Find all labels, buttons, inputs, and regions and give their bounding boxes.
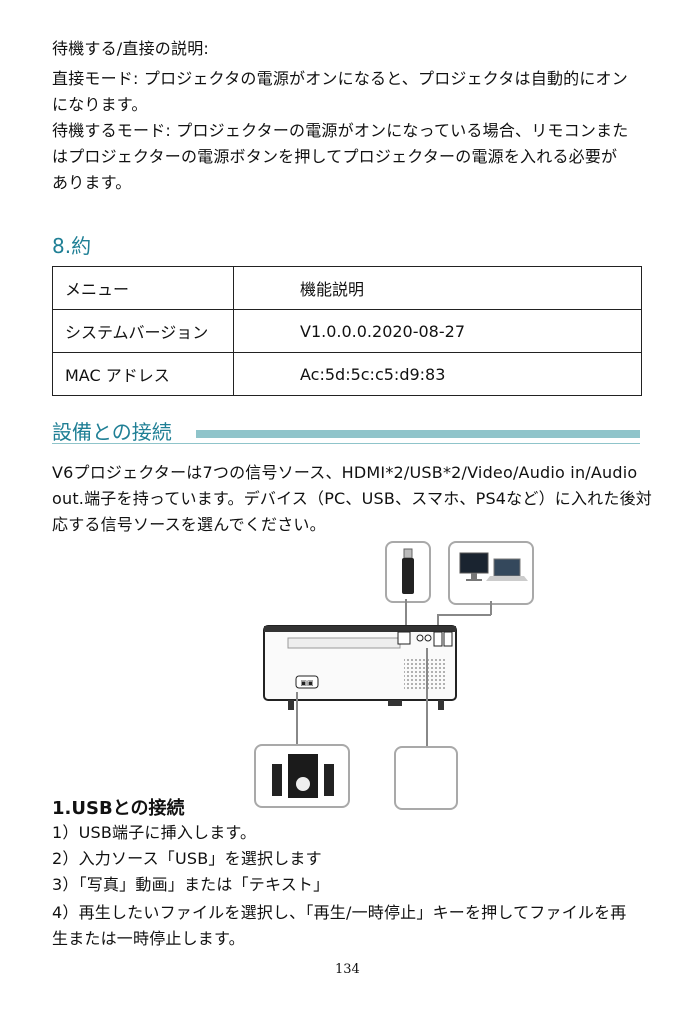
usb-step-5: 生または一時停止します。 xyxy=(52,929,245,948)
hdmi-wire-down xyxy=(437,614,439,632)
standby-line-4: はプロジェクターの電源ボタンを押してプロジェクターの電源を入れる必要が xyxy=(52,147,618,166)
table-cell: メニュー xyxy=(52,266,234,310)
speakers-box xyxy=(254,744,350,808)
monitor-laptop-icon xyxy=(459,552,528,581)
standby-line-1: 直接モード: プロジェクタの電源がオンになると、プロジェクタは自動的にオン xyxy=(52,69,628,88)
usb-step-1: 1）USB端子に挿入します。 xyxy=(52,823,257,842)
connect-line-2: out.端子を持っています。デバイス（PC、USB、スマホ、PS4など）に入れた… xyxy=(52,489,652,508)
audio-wire xyxy=(426,648,428,746)
monitor-laptop-box xyxy=(448,541,534,605)
connect-line-3: 応する信号ソースを選んでください。 xyxy=(52,515,326,534)
usb-step-2: 2）入力ソース「USB」を選択します xyxy=(52,849,322,868)
table-cell: Ac:5d:5c:c5:d9:83 xyxy=(233,352,642,396)
table-row: システムバージョン V1.0.0.0.2020-08-27 xyxy=(52,309,642,353)
usb-drive-box xyxy=(385,541,431,603)
heading-bar xyxy=(196,430,640,438)
standby-line-3: 待機するモード: プロジェクターの電源がオンになっている場合、リモコンまた xyxy=(52,121,629,140)
projector-icon: ▣▣ xyxy=(263,625,457,710)
connect-line-1: V6プロジェクターは7つの信号ソース、HDMI*2/USB*2/Video/Au… xyxy=(52,463,638,482)
usb-step-3: 3）「写真」動画」または「テキスト」 xyxy=(52,875,330,894)
about-heading: 8.約 xyxy=(52,234,92,258)
table-row: メニュー 機能説明 xyxy=(52,266,642,310)
hdmi-wire-v xyxy=(490,601,492,615)
speaker-wire xyxy=(296,692,298,746)
usb-heading: 1.USBとの接続 xyxy=(52,798,185,819)
info-table: メニュー 機能説明 システムバージョン V1.0.0.0.2020-08-27 … xyxy=(52,266,642,396)
hdmi-wire-h xyxy=(437,614,491,616)
table-cell: システムバージョン xyxy=(52,309,234,353)
usb-drive-icon xyxy=(402,548,414,594)
audio-device-box xyxy=(394,746,458,810)
usb-wire xyxy=(405,599,407,631)
heading-underline xyxy=(52,443,640,444)
table-cell: 機能説明 xyxy=(233,266,642,310)
table-row: MAC アドレス Ac:5d:5c:c5:d9:83 xyxy=(52,352,642,396)
svg-text:▣▣: ▣▣ xyxy=(300,679,313,687)
standby-line-2: になります。 xyxy=(52,95,148,114)
connect-heading: 設備との接続 xyxy=(52,420,172,444)
page-number: 134 xyxy=(335,962,360,977)
standby-line-5: あります。 xyxy=(52,173,132,192)
standby-title: 待機する/直接の説明: xyxy=(52,39,209,58)
projector-illustration: ▣▣ xyxy=(262,622,458,710)
table-cell: V1.0.0.0.2020-08-27 xyxy=(233,309,642,353)
speakers-icon xyxy=(272,754,334,798)
usb-step-4: 4）再生したいファイルを選択し、「再生/一時停止」キーを押してファイルを再 xyxy=(52,903,627,922)
table-cell: MAC アドレス xyxy=(52,352,234,396)
